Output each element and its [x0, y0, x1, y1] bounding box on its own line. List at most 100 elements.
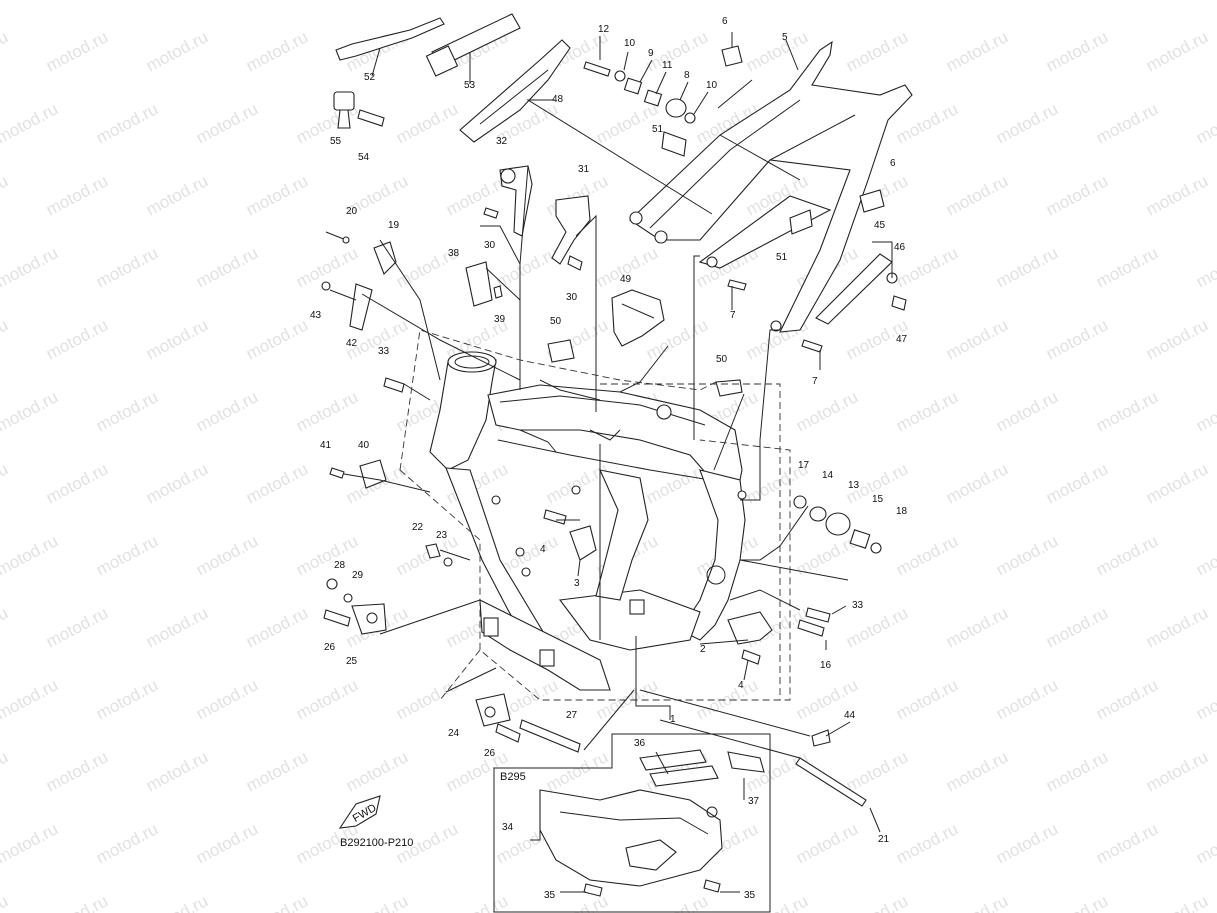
watermark-text: motod.ru — [943, 27, 1011, 75]
watermark-text: motod.ru — [843, 27, 911, 75]
part-number-p33a: 33 — [378, 346, 390, 357]
watermark-text: motod.ru — [243, 315, 311, 363]
watermark-text: motod.ru — [1193, 99, 1217, 147]
watermark-text: motod.ru — [193, 0, 261, 4]
main-frame — [429, 351, 747, 691]
watermark-text: motod.ru — [1043, 747, 1111, 795]
part-number-p17: 17 — [798, 460, 810, 471]
part-number-p40: 40 — [358, 440, 370, 451]
watermark-text: motod.ru — [1043, 27, 1111, 75]
watermark-text: motod.ru — [493, 0, 561, 4]
watermark-text: motod.ru — [993, 819, 1061, 867]
watermark-text: motod.ru — [1093, 0, 1161, 4]
part-number-p43: 43 — [310, 310, 322, 321]
part-number-p2: 2 — [700, 644, 706, 655]
watermark-text: motod.ru — [393, 0, 461, 4]
watermark-text: motod.ru — [943, 891, 1011, 913]
part-number-p39: 39 — [494, 314, 506, 325]
watermark-text: motod.ru — [1093, 819, 1161, 867]
watermark-text: motod.ru — [993, 675, 1061, 723]
watermark-text: motod.ru — [293, 675, 361, 723]
watermark-text: motod.ru — [93, 0, 161, 4]
part-number-p50a: 50 — [550, 316, 562, 327]
part-number-p22: 22 — [412, 522, 424, 533]
watermark-text: motod.ru — [893, 387, 961, 435]
watermark-text: motod.ru — [93, 243, 161, 291]
part-number-p38: 38 — [448, 248, 460, 259]
watermark-text: motod.ru — [343, 891, 411, 913]
watermark-text: motod.ru — [0, 0, 61, 4]
part-number-p20: 20 — [346, 206, 358, 217]
watermark-text: motod.ru — [1043, 315, 1111, 363]
watermark-text: motod.ru — [143, 315, 211, 363]
watermark-text: motod.ru — [743, 747, 811, 795]
watermark-text: motod.ru — [143, 747, 211, 795]
part-number-p21: 21 — [878, 834, 890, 845]
watermark-text: motod.ru — [393, 99, 461, 147]
watermark-text: motod.ru — [243, 171, 311, 219]
watermark-text: motod.ru — [943, 747, 1011, 795]
watermark-text: motod.ru — [343, 747, 411, 795]
watermark-text: motod.ru — [193, 243, 261, 291]
small-parts — [321, 13, 907, 897]
watermark-text: motod.ru — [0, 387, 61, 435]
part-number-p14: 14 — [822, 470, 834, 481]
watermark-text: motod.ru — [43, 891, 111, 913]
watermark-text: motod.ru — [1093, 99, 1161, 147]
part-number-p35a: 35 — [544, 890, 556, 901]
part-number-p15: 15 — [872, 494, 884, 505]
watermark-text: motod.ru — [843, 747, 911, 795]
watermark-text: motod.ru — [243, 891, 311, 913]
part-number-p35b: 35 — [744, 890, 756, 901]
part-number-p7a: 7 — [730, 310, 736, 321]
part-number-p1: 1 — [670, 714, 676, 725]
watermark-text: motod.ru — [693, 675, 761, 723]
part-number-p25: 25 — [346, 656, 358, 667]
watermark-text: motod.ru — [0, 171, 11, 219]
watermark-text: motod.ru — [293, 387, 361, 435]
watermark-text: motod.ru — [1143, 459, 1211, 507]
part-number-p48: 48 — [552, 94, 564, 105]
watermark-text: motod.ru — [543, 747, 611, 795]
watermark-text: motod.ru — [1143, 171, 1211, 219]
part-number-p31: 31 — [578, 164, 590, 175]
watermark-text: motod.ru — [243, 27, 311, 75]
watermark-text: motod.ru — [243, 459, 311, 507]
watermark-text: motod.ru — [693, 0, 761, 4]
part-number-p47: 47 — [896, 334, 908, 345]
watermark-text: motod.ru — [93, 819, 161, 867]
watermark-text: motod.ru — [593, 0, 661, 4]
part-number-p52: 52 — [364, 72, 376, 83]
part-number-p45: 45 — [874, 220, 886, 231]
watermark-text: motod.ru — [943, 171, 1011, 219]
skid-plate-inset — [493, 733, 771, 913]
rear-subframe — [629, 40, 913, 333]
watermark-text: motod.ru — [1143, 603, 1211, 651]
part-number-p44: 44 — [844, 710, 856, 721]
watermark-text: motod.ru — [0, 603, 11, 651]
watermark-text: motod.ru — [543, 459, 611, 507]
part-number-p8: 8 — [684, 70, 690, 81]
watermark-text: motod.ru — [143, 459, 211, 507]
watermark-text: motod.ru — [0, 891, 11, 913]
part-number-p30a: 30 — [484, 240, 496, 251]
watermark-text: motod.ru — [0, 675, 61, 723]
watermark-text: motod.ru — [1193, 819, 1217, 867]
watermark-text: motod.ru — [993, 243, 1061, 291]
watermark-text: motod.ru — [143, 603, 211, 651]
inset-label: B295 — [500, 771, 526, 783]
watermark-text: motod.ru — [1193, 387, 1217, 435]
watermark-text: motod.ru — [0, 459, 11, 507]
watermark-text: motod.ru — [843, 891, 911, 913]
watermark-text: motod.ru — [1193, 0, 1217, 4]
watermark-text: motod.ru — [43, 27, 111, 75]
watermark-text: motod.ru — [943, 459, 1011, 507]
part-number-p26a: 26 — [324, 642, 336, 653]
part-number-p9: 9 — [648, 48, 654, 59]
part-number-p49: 49 — [620, 274, 632, 285]
watermark-text: motod.ru — [0, 747, 11, 795]
watermark-text: motod.ru — [1093, 387, 1161, 435]
part-number-p19: 19 — [388, 220, 400, 231]
